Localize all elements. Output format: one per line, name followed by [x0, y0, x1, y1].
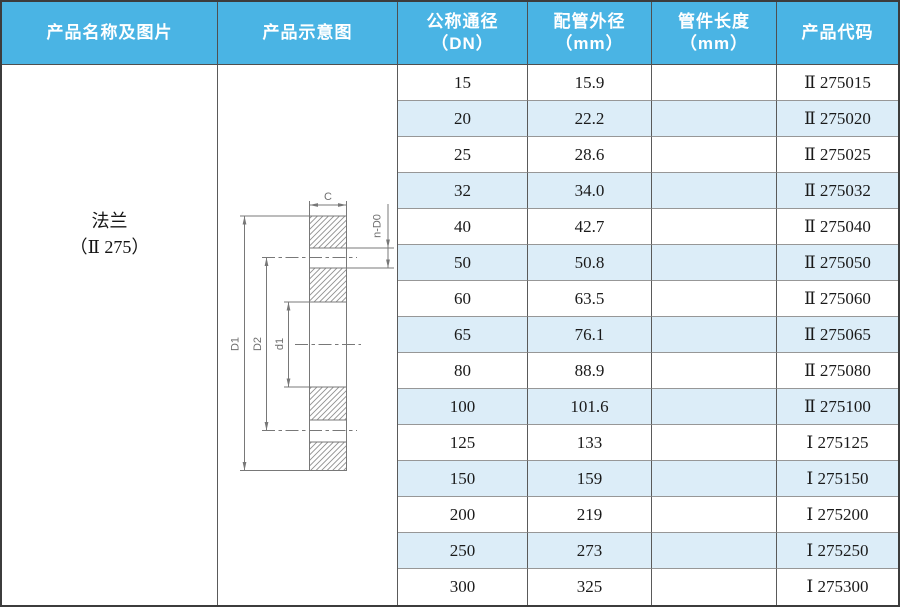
- cell-dn: 32: [398, 173, 528, 209]
- cell-pipe-od: 88.9: [528, 353, 652, 389]
- cell-code: Ⅰ 275300: [777, 569, 898, 605]
- header-label: 产品名称及图片: [46, 23, 173, 42]
- cell-length: [652, 353, 777, 389]
- cell-length: [652, 209, 777, 245]
- cell-dn: 50: [398, 245, 528, 281]
- cell-length: [652, 137, 777, 173]
- cell-length: [652, 461, 777, 497]
- cell-length: [652, 173, 777, 209]
- cell-code: Ⅱ 275080: [777, 353, 898, 389]
- cell-code: Ⅱ 275020: [777, 101, 898, 137]
- diagram-cell: C n-D0 D1 D2 d1: [218, 65, 398, 605]
- cell-dn: 300: [398, 569, 528, 605]
- cell-dn: 250: [398, 533, 528, 569]
- cell-dn: 65: [398, 317, 528, 353]
- cell-pipe-od: 22.2: [528, 101, 652, 137]
- cell-dn: 25: [398, 137, 528, 173]
- cell-dn: 60: [398, 281, 528, 317]
- cell-pipe-od: 42.7: [528, 209, 652, 245]
- header-label: 产品示意图: [262, 23, 353, 42]
- cell-code: Ⅱ 275060: [777, 281, 898, 317]
- header-label: 公称通径: [426, 12, 499, 31]
- cell-pipe-od: 219: [528, 497, 652, 533]
- cell-code: Ⅱ 275040: [777, 209, 898, 245]
- dim-label-d1-bore: d1: [274, 338, 286, 350]
- product-name-cell: 法兰 （Ⅱ 275）: [2, 65, 218, 605]
- header-label-line2: （mm）: [555, 34, 624, 53]
- cell-dn: 125: [398, 425, 528, 461]
- cell-code: Ⅰ 275200: [777, 497, 898, 533]
- cell-pipe-od: 101.6: [528, 389, 652, 425]
- header-cell-pipe-od: 配管外径 （mm）: [528, 2, 652, 65]
- cell-code: Ⅰ 275125: [777, 425, 898, 461]
- dim-label-d1-outer: D1: [230, 337, 242, 351]
- cell-length: [652, 389, 777, 425]
- cell-pipe-od: 50.8: [528, 245, 652, 281]
- cell-code: Ⅱ 275025: [777, 137, 898, 173]
- cell-length: [652, 425, 777, 461]
- cell-code: Ⅰ 275150: [777, 461, 898, 497]
- cell-length: [652, 533, 777, 569]
- cell-length: [652, 497, 777, 533]
- header-label: 配管外径: [553, 12, 626, 31]
- cell-code: Ⅱ 275050: [777, 245, 898, 281]
- header-cell-length: 管件长度 （mm）: [652, 2, 777, 65]
- header-cell-dn: 公称通径 （DN）: [398, 2, 528, 65]
- cell-dn: 200: [398, 497, 528, 533]
- cell-pipe-od: 34.0: [528, 173, 652, 209]
- header-cell-product-name: 产品名称及图片: [2, 2, 218, 65]
- cell-pipe-od: 28.6: [528, 137, 652, 173]
- header-cell-diagram: 产品示意图: [218, 2, 398, 65]
- cell-pipe-od: 325: [528, 569, 652, 605]
- cell-length: [652, 245, 777, 281]
- cell-length: [652, 281, 777, 317]
- cell-code: Ⅱ 275100: [777, 389, 898, 425]
- cell-length: [652, 65, 777, 101]
- dim-label-c: C: [324, 191, 332, 203]
- header-cell-code: 产品代码: [777, 2, 898, 65]
- header-label-line2: （DN）: [431, 34, 494, 53]
- cell-dn: 40: [398, 209, 528, 245]
- header-label: 管件长度: [678, 12, 750, 31]
- header-label: 产品代码: [801, 23, 874, 42]
- product-spec: （Ⅱ 275）: [69, 237, 150, 257]
- cell-length: [652, 317, 777, 353]
- cell-code: Ⅱ 275032: [777, 173, 898, 209]
- dim-label-d2: D2: [252, 337, 264, 351]
- cell-code: Ⅱ 275015: [777, 65, 898, 101]
- cell-dn: 150: [398, 461, 528, 497]
- cell-dn: 15: [398, 65, 528, 101]
- flange-section-diagram: C n-D0 D1 D2 d1: [230, 191, 394, 471]
- cell-code: Ⅰ 275250: [777, 533, 898, 569]
- cell-pipe-od: 76.1: [528, 317, 652, 353]
- cell-pipe-od: 15.9: [528, 65, 652, 101]
- cell-pipe-od: 273: [528, 533, 652, 569]
- header-label-line2: （mm）: [679, 34, 749, 53]
- cell-code: Ⅱ 275065: [777, 317, 898, 353]
- cell-length: [652, 101, 777, 137]
- cell-pipe-od: 133: [528, 425, 652, 461]
- cell-dn: 80: [398, 353, 528, 389]
- product-name: 法兰: [91, 211, 128, 231]
- cell-dn: 20: [398, 101, 528, 137]
- cell-length: [652, 569, 777, 605]
- dim-label-n-d0: n-D0: [372, 214, 384, 238]
- cell-pipe-od: 159: [528, 461, 652, 497]
- cell-pipe-od: 63.5: [528, 281, 652, 317]
- cell-dn: 100: [398, 389, 528, 425]
